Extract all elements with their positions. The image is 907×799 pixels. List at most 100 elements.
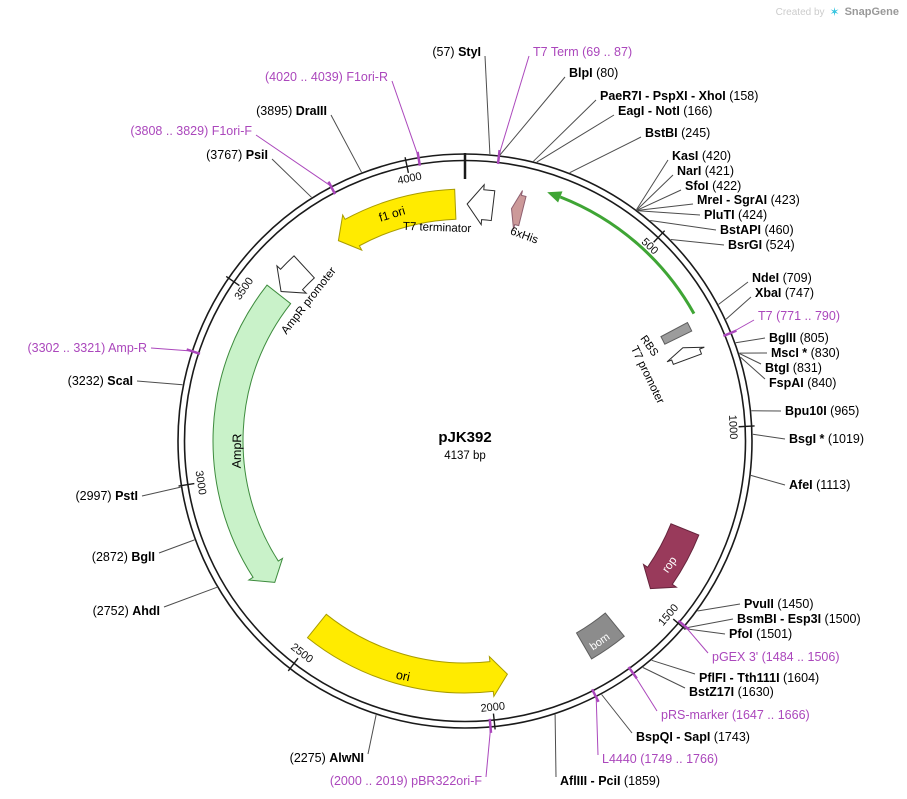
site-label-bstapi[interactable]: BstAPI (460) (720, 223, 794, 237)
snapgene-credit: Created by ✶ SnapGene (776, 6, 899, 18)
site-bstbi: BstBI (245) (569, 126, 710, 174)
site-pluti: PluTI (424) (637, 208, 767, 222)
site-label-scai[interactable]: (3232) ScaI (68, 374, 133, 388)
site-label-bsrgi[interactable]: BsrGI (524) (728, 238, 795, 252)
site-pbr322ori-f: (2000 .. 2019) pBR322ori-F (330, 718, 493, 788)
site-t7-term: T7 Term (69 .. 87) (496, 45, 632, 165)
site-blpi: BlpI (80) (499, 66, 618, 156)
feature-gene-arrowhead-icon[interactable] (547, 191, 563, 203)
site-label-bsgi[interactable]: BsgI * (1019) (789, 432, 864, 446)
feature-ampr-promoter[interactable] (276, 255, 316, 294)
feature-label-6xhis[interactable]: 6xHis (508, 225, 539, 246)
site-label-blpi[interactable]: BlpI (80) (569, 66, 618, 80)
primer-tick-l4440 (591, 688, 600, 703)
site-bgli: (2872) BglI (92, 539, 195, 564)
site-label-bsmbi-esp3i[interactable]: BsmBI - Esp3I (1500) (737, 612, 861, 626)
site-amp-r: (3302 .. 3321) Amp-R (27, 341, 201, 356)
site-label-psti[interactable]: (2997) PstI (75, 489, 138, 503)
site-label-pflfi-tth111i[interactable]: PflFI - Tth111I (1604) (699, 671, 819, 685)
feature-label-ampr[interactable]: AmpR (230, 434, 245, 469)
site-draiii: (3895) DraIII (256, 104, 362, 173)
site-label-bspqi-sapi[interactable]: BspQI - SapI (1743) (636, 730, 750, 744)
site-bstapi: BstAPI (460) (650, 220, 794, 237)
tick-mark-500 (653, 230, 666, 243)
site-label-kasi[interactable]: KasI (420) (672, 149, 731, 163)
site-line-bstbi (569, 136, 642, 174)
feature-rop[interactable] (642, 523, 700, 590)
site-label-fspai[interactable]: FspAI (840) (769, 376, 836, 390)
site-line-amp-r (150, 347, 192, 352)
site-label-bstbi[interactable]: BstBI (245) (645, 126, 710, 140)
site-scai: (3232) ScaI (68, 374, 183, 388)
feature-ampr[interactable] (212, 284, 292, 583)
site-label-msci[interactable]: MscI * (830) (771, 346, 840, 360)
site-line-sfoi (636, 189, 682, 211)
site-label-f1ori-r[interactable]: (4020 .. 4039) F1ori-R (265, 70, 388, 84)
site-line-pgex-3 (684, 626, 709, 654)
feature-f1-ori[interactable] (337, 188, 457, 252)
site-line-bsgi (752, 433, 786, 440)
site-line-draiii (330, 114, 362, 173)
site-bsrgi: BsrGI (524) (670, 238, 795, 252)
site-label-eagi-noti[interactable]: EagI - NotI (166) (618, 104, 712, 118)
site-label-ndei[interactable]: NdeI (709) (752, 271, 812, 285)
feature-t7-terminator[interactable] (466, 183, 496, 227)
feature-ori[interactable] (306, 613, 509, 698)
site-label-nari[interactable]: NarI (421) (677, 164, 734, 178)
tick-mark-2500 (287, 657, 299, 672)
site-prs-marker: pRS-marker (1647 .. 1666) (627, 666, 810, 722)
site-label-mrei-sgrai[interactable]: MreI - SgrAI (423) (697, 193, 800, 207)
feature-label-ori[interactable]: ori (395, 668, 412, 685)
site-label-bglii[interactable]: BglII (805) (769, 331, 829, 345)
site-line-xbai (725, 296, 752, 320)
tick-label-1000: 1000 (726, 415, 739, 440)
site-label-afliii-pcii[interactable]: AflIII - PciI (1859) (560, 774, 660, 788)
site-label-t7-term[interactable]: T7 Term (69 .. 87) (533, 45, 632, 59)
site-label-bpu10i[interactable]: Bpu10I (965) (785, 404, 859, 418)
site-line-blpi (499, 76, 566, 156)
site-label-t7[interactable]: T7 (771 .. 790) (758, 309, 840, 323)
feature-bom[interactable] (575, 612, 625, 660)
site-bstz17i: BstZ17I (1630) (642, 667, 774, 699)
primer-tick-amp-r (186, 348, 201, 356)
site-label-f1ori-f[interactable]: (3808 .. 3829) F1ori-F (130, 124, 252, 138)
feature-label-t7-terminator[interactable]: T7 terminator (403, 221, 472, 235)
site-label-amp-r[interactable]: (3302 .. 3321) Amp-R (27, 341, 147, 355)
site-label-draiii[interactable]: (3895) DraIII (256, 104, 327, 118)
site-mrei-sgrai: MreI - SgrAI (423) (637, 193, 800, 211)
site-line-bstapi (650, 220, 717, 231)
site-label-styi[interactable]: (57) StyI (432, 45, 481, 59)
site-line-bspqi-sapi (601, 694, 633, 734)
feature-t7-promoter[interactable] (666, 346, 705, 365)
site-label-afei[interactable]: AfeI (1113) (789, 478, 850, 492)
site-fspai: FspAI (840) (740, 356, 836, 390)
site-label-bstz17i[interactable]: BstZ17I (1630) (689, 685, 774, 699)
site-label-pfoi[interactable]: PfoI (1501) (729, 627, 792, 641)
site-label-l4440[interactable]: L4440 (1749 .. 1766) (602, 752, 718, 766)
feature-6xhis[interactable] (510, 190, 527, 230)
site-label-psii[interactable]: (3767) PsiI (206, 148, 268, 162)
site-label-ahdi[interactable]: (2752) AhdI (93, 604, 160, 618)
tick-label-3000: 3000 (192, 470, 208, 496)
site-label-group: (57) StyI T7 Term (69 .. 87) BlpI (80) PaeR… (27, 45, 864, 788)
primer-tick-pgex-3 (677, 619, 690, 631)
site-label-sfoi[interactable]: SfoI (422) (685, 179, 741, 193)
site-psii: (3767) PsiI (206, 148, 312, 198)
site-label-pbr322ori-f[interactable]: (2000 .. 2019) pBR322ori-F (330, 774, 483, 788)
site-label-alwni[interactable]: (2275) AlwNI (290, 751, 364, 765)
site-line-pfoi (683, 628, 726, 635)
tick-mark-1500 (672, 618, 686, 630)
site-pflfi-tth111i: PflFI - Tth111I (1604) (651, 659, 819, 685)
site-label-pvuii[interactable]: PvuII (1450) (744, 597, 813, 611)
site-label-xbai[interactable]: XbaI (747) (755, 286, 814, 300)
site-f1ori-f: (3808 .. 3829) F1ori-F (130, 124, 337, 195)
site-label-btgi[interactable]: BtgI (831) (765, 361, 822, 375)
site-label-bgli[interactable]: (2872) BglI (92, 550, 155, 564)
site-label-prs-marker[interactable]: pRS-marker (1647 .. 1666) (661, 708, 810, 722)
site-label-paer7i-pspxi-xhoi[interactable]: PaeR7I - PspXI - XhoI (158) (600, 89, 758, 103)
feature-rbs[interactable] (660, 321, 693, 345)
site-line-pluti (637, 210, 701, 216)
site-label-pluti[interactable]: PluTI (424) (704, 208, 767, 222)
site-label-pgex-3[interactable]: pGEX 3' (1484 .. 1506) (712, 650, 839, 664)
feature-gene[interactable] (559, 195, 696, 315)
